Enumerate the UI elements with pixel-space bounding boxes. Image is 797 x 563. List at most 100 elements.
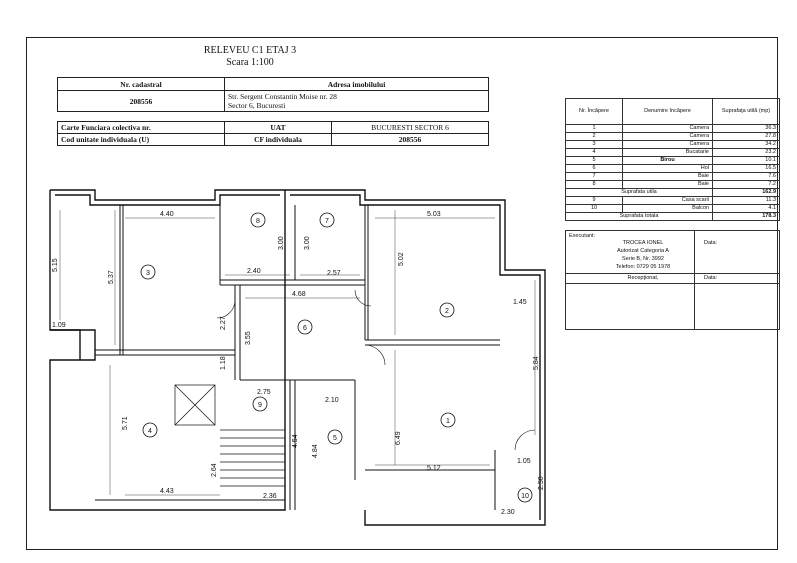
row-name: Camera — [622, 124, 713, 133]
cf-individual-label: CF individuala — [224, 133, 332, 146]
executant-label: Executant: — [569, 233, 595, 239]
row-nr: 9 — [565, 196, 623, 205]
row-name: Hol — [622, 164, 713, 173]
row-name: Casa scarii — [622, 196, 713, 205]
room-number-3: 3 — [140, 264, 156, 280]
total-value: 178.3 — [712, 212, 780, 221]
row-name: Bucatarie — [622, 148, 713, 157]
dim-5-03: 5.03 — [427, 211, 441, 218]
row-name: Balcon — [622, 204, 713, 213]
dim-5-84: 5.84 — [533, 356, 540, 370]
dim-3-55: 3.55 — [245, 331, 252, 345]
exterior-walls — [49, 189, 546, 526]
row-nr: 8 — [565, 180, 623, 189]
dim-1-05: 1.05 — [517, 458, 531, 465]
receptionat-date-label: Data: — [704, 275, 718, 281]
address-line1: Str. Sergent Constantin Moise nr. 28 — [228, 92, 337, 101]
room-number-2: 2 — [439, 302, 455, 318]
dim-5-02: 5.02 — [398, 252, 405, 266]
svg-text:6: 6 — [303, 325, 307, 332]
dim-4-40: 4.40 — [160, 211, 174, 218]
row-nr: 4 — [565, 148, 623, 157]
svg-text:5: 5 — [333, 435, 337, 442]
room-number-7: 7 — [319, 212, 335, 228]
door-swings — [216, 289, 536, 451]
dim-4-43: 4.43 — [160, 488, 174, 495]
row-nr: 2 — [565, 132, 623, 141]
room-number-9: 9 — [252, 396, 268, 412]
row-nr: 7 — [565, 172, 623, 181]
row-area: 7.2 — [712, 180, 780, 189]
nr-cadastral-value: 208556 — [57, 90, 225, 112]
row-area: 27.8 — [712, 132, 780, 141]
unit-code-label: Cod unitate individuala (U) — [57, 133, 225, 146]
dim-2-40: 2.40 — [247, 268, 261, 275]
drawing-scale: Scara 1:100 — [226, 57, 274, 68]
row-area: 11.3 — [712, 196, 780, 205]
executant-name: TROCEA IONEL — [622, 240, 664, 246]
executant-block: Executant: TROCEA IONEL Autorizat Catego… — [565, 230, 780, 330]
cf-individual-value: 208556 — [331, 133, 489, 146]
address-label: Adresa imobilului — [224, 77, 489, 91]
row-nr: 3 — [565, 140, 623, 149]
svg-text:3: 3 — [146, 270, 150, 277]
dim-3-00-a: 3.00 — [278, 236, 285, 250]
dim-4-54: 4.54 — [292, 434, 299, 448]
row-area: 36.3 — [712, 124, 780, 133]
uat-label: UAT — [224, 121, 332, 134]
svg-text:4: 4 — [148, 428, 152, 435]
row-area: 23.2 — [712, 148, 780, 157]
util-label: Suprafata utila — [565, 188, 713, 197]
room-number-1: 1 — [440, 412, 456, 428]
dimension-lines — [59, 210, 536, 496]
row-area: 16.5 — [712, 164, 780, 173]
svg-text:8: 8 — [256, 218, 260, 225]
dim-5-15: 5.15 — [52, 258, 59, 272]
drawing-title-block: RELEVEU C1 ETAJ 3 Scara 1:100 — [150, 45, 350, 69]
executant-date-label: Data: — [704, 240, 718, 246]
cadastral-table: Nr. cadastral Adresa imobilului 208556 S… — [57, 77, 489, 112]
row-name: Baie — [622, 172, 713, 181]
executant-authorization: Autorizat Categoria A — [617, 248, 669, 254]
dim-2-30: 2.30 — [501, 509, 515, 516]
dim-5-37: 5.37 — [108, 270, 115, 284]
dim-1-09: 1.09 — [52, 322, 66, 329]
util-value: 162.9 — [712, 188, 780, 197]
dim-1-45: 1.45 — [513, 299, 527, 306]
svg-text:7: 7 — [325, 218, 329, 225]
dim-2-57: 2.57 — [327, 270, 341, 277]
room-number-8: 8 — [250, 212, 266, 228]
dim-2-36: 2.36 — [263, 493, 277, 500]
col-header-area: Suprafaţa utilă (mp) — [712, 98, 780, 125]
row-area: 10.1 — [712, 156, 780, 165]
staircase — [174, 384, 285, 487]
row-nr: 1 — [565, 124, 623, 133]
row-name: Camera — [622, 132, 713, 141]
room-number-10: 10 — [517, 487, 533, 503]
sheet-frame — [26, 37, 778, 550]
uat-value: BUCURESTI SECTOR 6 — [331, 121, 489, 134]
dim-4-84: 4.84 — [312, 444, 319, 458]
executant-phone: Telefon: 0729 05 1978 — [615, 264, 671, 270]
rooms-table: Nr. Încăpere Denumire încăpere Suprafaţa… — [565, 98, 780, 221]
nr-cadastral-label: Nr. cadastral — [57, 77, 225, 91]
svg-text:10: 10 — [521, 493, 529, 500]
cf-label: Carte Funciara colectiva nr. — [57, 121, 225, 134]
row-nr: 5 — [565, 156, 623, 165]
receptionat-label: Recepţionat, — [627, 275, 659, 281]
address-line2: Sector 6, Bucuresti — [228, 101, 286, 110]
row-nr: 10 — [565, 204, 623, 213]
row-nr: 6 — [565, 164, 623, 173]
room-number-5: 5 — [327, 429, 343, 445]
